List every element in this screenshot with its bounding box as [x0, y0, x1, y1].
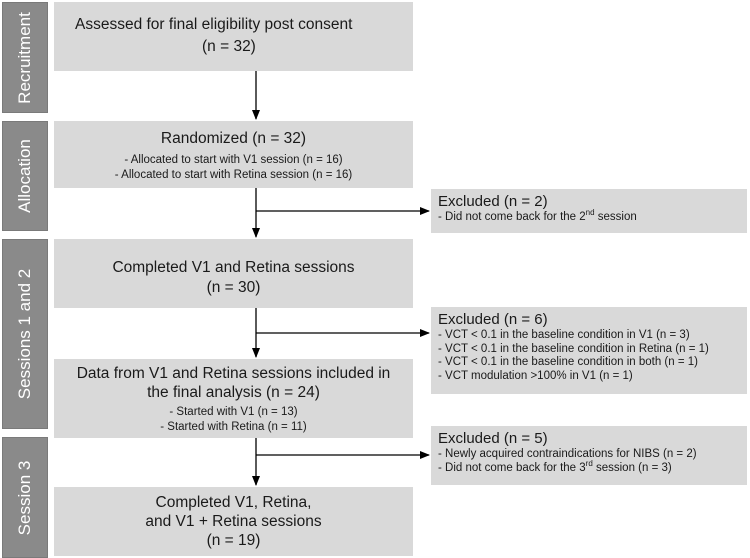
excluded-box-1: Excluded (n = 2) - Did not come back for… [431, 189, 747, 233]
completed-12-line1: Completed V1 and Retina sessions [112, 259, 355, 276]
completed-12-box: Completed V1 and Retina sessions (n = 30… [54, 239, 413, 308]
excluded-2-title: Excluded (n = 6) [438, 311, 548, 328]
data-analysis-box: Data from V1 and Retina sessions include… [54, 359, 413, 438]
excluded-box-2: Excluded (n = 6) - VCT < 0.1 in the base… [431, 307, 747, 394]
completed-3-line3: (n = 19) [206, 532, 261, 549]
data-analysis-item-1: - Started with V1 (n = 13) [169, 406, 298, 418]
completed-3-box: Completed V1, Retina, and V1 + Retina se… [54, 487, 413, 556]
phase-recruitment: Recruitment [2, 2, 48, 113]
excluded-2-item-4: - VCT modulation >100% in V1 (n = 1) [438, 369, 633, 382]
data-analysis-line2: the final analysis (n = 24) [147, 384, 320, 401]
completed-12-line2: (n = 30) [206, 279, 261, 296]
completed-3-line1: Completed V1, Retina, [155, 494, 312, 511]
excluded-3-item-1: - Newly acquired contraindications for N… [438, 448, 697, 460]
excluded-2-item-3: - VCT < 0.1 in the baseline condition in… [438, 356, 698, 368]
randomized-title: Randomized (n = 32) [160, 130, 307, 147]
phase-sessions-1-2: Sessions 1 and 2 [2, 239, 48, 429]
randomized-item-1: - Allocated to start with V1 session (n … [124, 154, 343, 166]
excluded-2-item-2: - VCT < 0.1 in the baseline condition in… [438, 342, 709, 355]
assessed-line1: Assessed for final eligibility post cons… [75, 16, 353, 33]
randomized-box: Randomized (n = 32) - Allocated to start… [54, 121, 413, 188]
data-analysis-item-2: - Started with Retina (n = 11) [160, 421, 307, 433]
excluded-1-title: Excluded (n = 2) [438, 193, 548, 210]
excluded-1-item: - Did not come back for the 2nd session [438, 208, 637, 223]
excluded-3-title: Excluded (n = 5) [438, 430, 548, 447]
data-analysis-line1: Data from V1 and Retina sessions include… [76, 365, 391, 382]
phase-allocation: Allocation [2, 121, 48, 231]
assessed-line2: (n = 32) [202, 38, 256, 55]
assessed-box: Assessed for final eligibility post cons… [54, 2, 413, 71]
randomized-item-2: - Allocated to start with Retina session… [114, 169, 353, 181]
excluded-box-3: Excluded (n = 5) - Newly acquired contra… [431, 426, 747, 485]
excluded-2-item-1: - VCT < 0.1 in the baseline condition in… [438, 329, 690, 341]
excluded-3-item-2: - Did not come back for the 3rd session … [438, 458, 672, 474]
phase-session-3: Session 3 [2, 437, 48, 558]
completed-3-line2: and V1 + Retina sessions [145, 513, 322, 530]
